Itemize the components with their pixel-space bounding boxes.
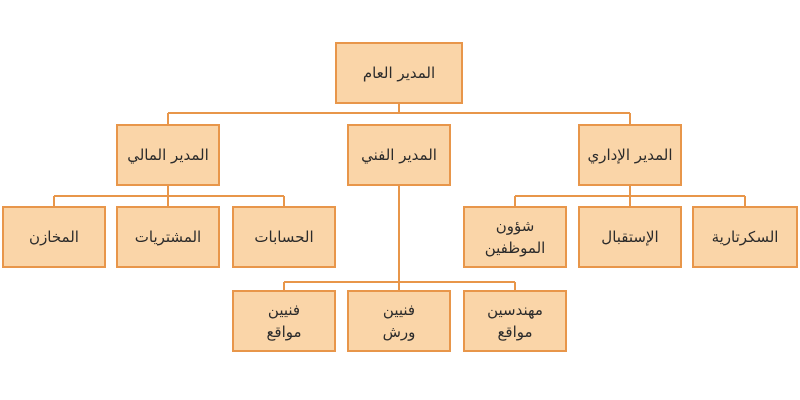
node-reception: الإستقبال [578, 206, 682, 268]
node-ceo: المدير العام [335, 42, 463, 104]
node-hr: شؤون الموظفين [463, 206, 567, 268]
node-admin-manager: المدير الإداري [578, 124, 682, 186]
node-technical-manager: المدير الفني [347, 124, 451, 186]
node-workshop-technicians: فنيين ورش [347, 290, 451, 352]
node-site-technicians: فنيين مواقع [232, 290, 336, 352]
node-warehouses: المخازن [2, 206, 106, 268]
node-accounts: الحسابات [232, 206, 336, 268]
node-purchases: المشتريات [116, 206, 220, 268]
node-site-engineers: مهندسين مواقع [463, 290, 567, 352]
node-finance-manager: المدير المالي [116, 124, 220, 186]
node-secretariat: السكرتارية [692, 206, 798, 268]
